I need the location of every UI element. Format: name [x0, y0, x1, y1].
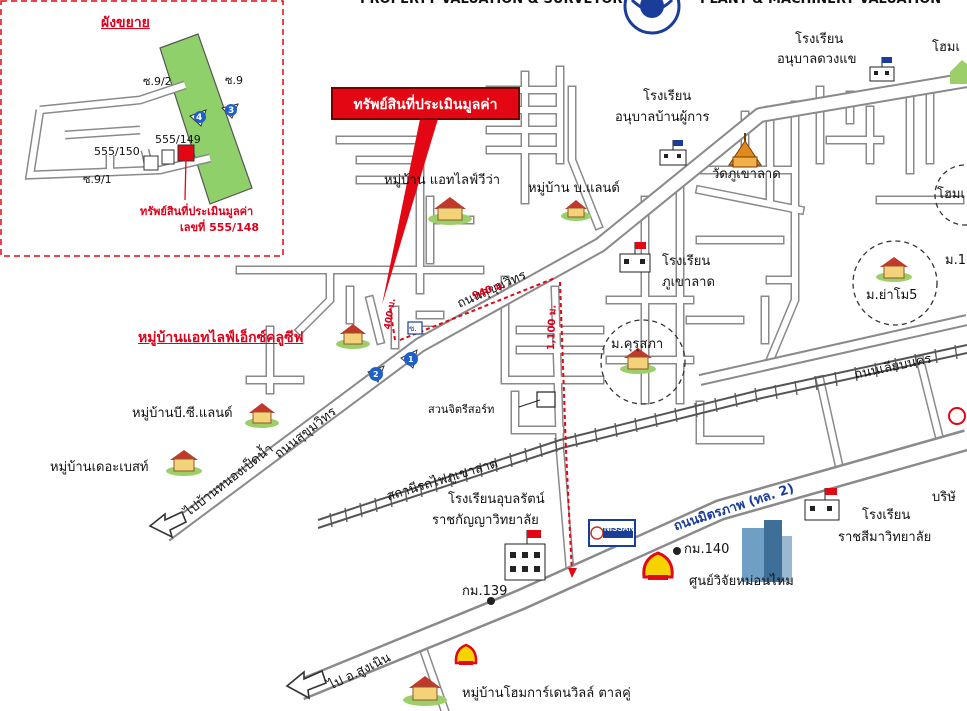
inset-soi-9-2: ซ.9/2 — [143, 75, 172, 88]
inset-plot-149: 555/149 — [155, 133, 201, 146]
inset-property-line2: เลขที่ 555/148 — [180, 221, 260, 234]
school-icon — [804, 488, 840, 521]
label-school-ubonrat-1: โรงเรียนอุบลรัตน์ — [448, 492, 545, 507]
header-right: PLANT & MACHINERY VALUATION — [700, 0, 941, 8]
house-icon — [245, 403, 279, 428]
label-company-right: บริษั — [932, 490, 956, 505]
train-track-icon — [317, 344, 967, 529]
label-tower-center: ศูนย์วิจัยหม่อนไหม — [689, 574, 794, 589]
label-km139: กม.139 — [462, 584, 508, 599]
khurusapa-circle — [600, 319, 686, 405]
marker-2-label: 2 — [373, 370, 379, 379]
shell-logo-icon — [454, 643, 478, 665]
inset-plan — [0, 0, 284, 257]
callout-pointer — [382, 119, 438, 305]
house-icon — [620, 348, 656, 374]
inset-property-line1: ทรัพย์สินที่ประเมินมูลค่า — [140, 205, 254, 218]
label-village-home-garden: หมู่บ้านโฮมการ์เดนวิลล์ ตาลคู่ — [462, 686, 631, 701]
label-m-right: ม.1 — [945, 253, 966, 268]
inset-marker-3: 3 — [228, 106, 235, 116]
house-icon — [403, 676, 447, 706]
house-icon — [428, 197, 472, 225]
distance-route — [389, 277, 577, 578]
house-icon — [876, 257, 912, 282]
house-icon — [561, 200, 591, 221]
road-sukhumvit — [160, 72, 967, 542]
house-icon — [950, 60, 967, 84]
label-village-bp-land: หมู่บ้าน บ.แลนด์ — [528, 181, 620, 196]
label-dist-1100: 1,100 ม. — [545, 304, 559, 351]
arrow-left-icon — [285, 669, 327, 700]
label-school-duangkhae-1: โรงเรียน — [795, 32, 844, 47]
label-wat-phukhaolat: วัดภูเขาลาด — [712, 167, 781, 182]
inset-soi-9-1: ซ.9/1 — [83, 173, 112, 186]
marker-1-label: 1 — [408, 355, 414, 364]
label-village-the-base: หมู่บ้านเดอะเบสท์ — [50, 460, 149, 475]
label-school-ubonrat-2: ราชกัญญาวิทยาลัย — [432, 513, 539, 528]
shell-logo-icon — [642, 551, 674, 580]
school-icon — [619, 242, 651, 273]
nissan-label: NISSAN — [604, 524, 634, 533]
nissan-logo-icon — [588, 519, 636, 547]
inset-title: ผังขยาย — [101, 15, 150, 31]
road-sign — [407, 321, 423, 335]
label-m-khurusapa: ม.คุรุสภา — [611, 337, 664, 352]
school-icon — [504, 530, 546, 581]
label-school-duangkhae-2: อนุบาลดวงแข — [777, 52, 857, 67]
label-m-yamo5: ม.ย่าโม5 — [866, 288, 918, 303]
header-left: PROPERTY VALUATION & SURVEYOR — [360, 0, 622, 8]
school-icon — [659, 140, 687, 166]
label-school-ratsima-1: โรงเรียน — [862, 508, 911, 523]
road-mittraphap — [295, 429, 967, 701]
label-km140: กม.140 — [684, 542, 730, 557]
temple-icon — [728, 133, 762, 168]
yamo-circle — [852, 240, 938, 326]
label-school-phukan-1: โรงเรียน — [643, 89, 692, 104]
inset-plot-150: 555/150 — [94, 145, 140, 158]
home-right-circle — [934, 164, 967, 226]
tower-icon — [742, 520, 792, 582]
house-icon — [336, 324, 370, 349]
label-home-right-mid: โฮมเ — [937, 187, 965, 202]
resort-marker — [536, 391, 556, 408]
label-village-atlife-viva: หมู่บ้าน แอทไลฟ์วีว่า — [384, 173, 501, 188]
km140-dot — [673, 547, 681, 555]
school-icon — [869, 57, 895, 82]
label-school-phukhaolat-2: ภูเขาลาด — [662, 275, 715, 290]
road-sign-label: ซ. — [409, 324, 417, 333]
label-school-phukhaolat-1: โรงเรียน — [662, 254, 711, 269]
label-home-top-right: โฮมเ — [932, 40, 960, 55]
label-school-ratsima-2: ราชสีมาวิทยาลัย — [838, 530, 932, 545]
location-marker-icon — [367, 365, 385, 383]
location-marker-icon — [221, 103, 239, 119]
label-village-atlife-x: หมู่บ้านแอทไลฟ์เอ็กซ์คลูซีฟ — [138, 330, 304, 346]
inset-soi-9: ซ.9 — [225, 74, 243, 87]
label-village-bc-land: หมู่บ้านบี.ซี.แลนด์ — [132, 406, 233, 421]
arrow-left-icon — [148, 510, 188, 539]
road-lianakhon — [698, 314, 967, 386]
label-suan-chitri: สวนจิตรีสอร์ท — [428, 403, 495, 416]
globe-logo-icon — [623, 0, 681, 35]
km139-dot — [487, 597, 495, 605]
brand-logo-icon — [948, 407, 966, 425]
location-marker-icon — [189, 109, 207, 127]
inset-marker-4: 4 — [196, 113, 203, 123]
house-icon — [166, 450, 202, 476]
label-school-phukan-2: อนุบาลบ้านผู้การ — [615, 110, 710, 125]
location-marker-icon — [400, 349, 418, 369]
property-callout: ทรัพย์สินที่ประเมินมูลค่า — [331, 87, 520, 120]
